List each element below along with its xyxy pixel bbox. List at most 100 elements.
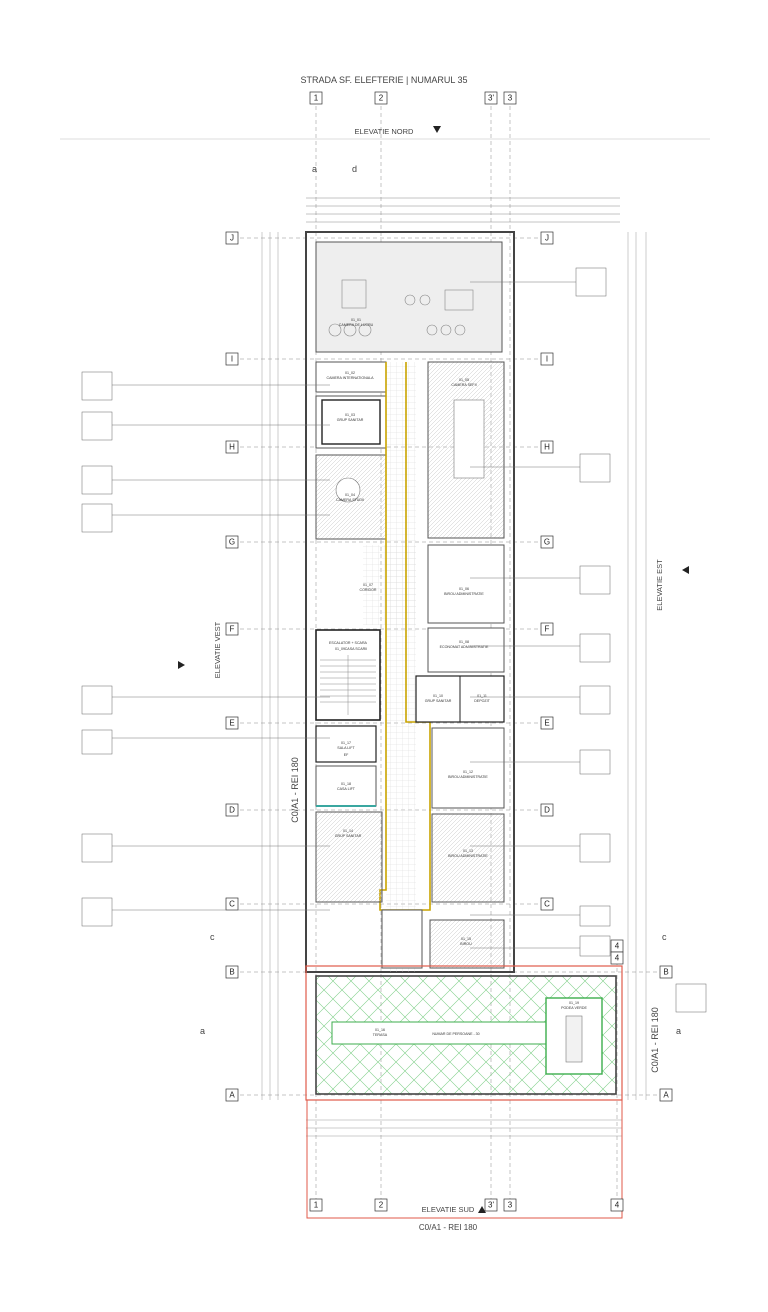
room-name-16: TERASA (373, 1033, 388, 1037)
north-arrow-icon (433, 126, 441, 133)
corridor-tiles-2 (363, 545, 416, 625)
room-left-5 (315, 811, 383, 903)
round-table (335, 477, 361, 503)
room-code-06: 01_06 (459, 587, 469, 591)
leader-lines (100, 281, 580, 949)
axis-right-4b: 4 (615, 954, 620, 963)
axis-right-G: G (544, 538, 550, 547)
room-right-2 (427, 544, 505, 624)
north-elevation-label: ELEVATIE NORD (355, 127, 414, 136)
room-name-12: BIROU ADMINISTRATIE (448, 775, 488, 779)
east-arrow-icon (682, 566, 689, 574)
room-name-09: CASA SCARII (345, 647, 368, 651)
section-mark-d-top: d (352, 164, 357, 174)
conference-table (453, 399, 485, 479)
room-name-11: DEPOZIT (474, 699, 490, 703)
room-code-01: 01_01 (351, 318, 361, 322)
west-fire-rating: C0/A1 - REI 180 (290, 757, 300, 823)
room-name-06: BIROU ADMINISTRATIE (444, 592, 484, 596)
axis-right-I: I (546, 355, 548, 364)
axis-left-H: H (229, 443, 235, 452)
room-code-11: 01_11 (477, 694, 487, 698)
axis-bubbles-top: 1 2 3' 3 (309, 91, 517, 105)
room-name-14: GRUP SANITAR (335, 834, 362, 838)
bottom-fire-rating: C0/A1 - REI 180 (419, 1223, 478, 1232)
office-top (315, 241, 503, 353)
room-code-05: 01_05 (459, 378, 469, 382)
south-fire-frame (306, 1099, 623, 1219)
east-fire-rating: C0/A1 - REI 180 (650, 1007, 660, 1073)
room-right-5 (431, 813, 505, 903)
room-code-02: 01_02 (345, 371, 355, 375)
axis-bottom-2: 2 (379, 1201, 384, 1210)
axis-left-E: E (229, 719, 234, 728)
west-arrow-icon (178, 661, 185, 669)
room-lower-2 (429, 919, 505, 969)
axis-bubbles-right: J I H G F E D C B A 4 4 (540, 231, 673, 1102)
lift-lobby (315, 725, 377, 763)
terrace-table (565, 1015, 583, 1063)
axis-left-I: I (231, 355, 233, 364)
room-name-15: BIROU (460, 942, 472, 946)
axis-right-H: H (544, 443, 550, 452)
corridor-tiles (386, 362, 416, 972)
finish-tables-right (575, 267, 707, 1013)
finish-tables-left (81, 371, 113, 927)
west-elevation-label: ELEVATIE VEST (213, 621, 222, 678)
south-arrow-icon (478, 1206, 486, 1213)
bottom-dimension-chains (306, 1119, 622, 1137)
terrace-occupancy: NUMAR DE PERSOANE - 30 (432, 1032, 479, 1036)
room-name-02: CAMERA INTERNATIONALA (326, 376, 374, 380)
room-name-03: GRUP SANITAR (337, 418, 364, 422)
axis-bottom-4: 4 (615, 1201, 620, 1210)
axis-bottom-3p: 3' (488, 1201, 494, 1210)
axis-left-D: D (229, 806, 235, 815)
room-name-18: CASA LIFT (337, 787, 356, 791)
room-name-08: ECONOMAT ADMINISTRATIE (440, 645, 489, 649)
axis-bottom-1: 1 (314, 1201, 319, 1210)
axis-right-D: D (544, 806, 550, 815)
room-right-4 (431, 727, 505, 809)
axis-bubbles-left: J I H G F E D C B A (225, 231, 239, 1102)
axis-top-3: 3 (508, 94, 513, 103)
room-name-13: BIROU ADMINISTRATIE (448, 854, 488, 858)
stair-treads (320, 655, 376, 715)
axis-top-3p: 3' (488, 94, 494, 103)
axis-right-C: C (544, 900, 550, 909)
room-name-05: CAMERA SEFII (451, 383, 476, 387)
axis-left-B: B (229, 968, 234, 977)
top-dimension-chains (306, 197, 620, 223)
stair-ref: EF (344, 753, 349, 757)
axis-right-F: F (545, 625, 550, 634)
axis-right-A: A (663, 1091, 669, 1100)
section-mark-a-left: a (200, 1026, 205, 1036)
room-name-07: CORIDOR (360, 588, 377, 592)
room-name-01: CAMERA DE LUCRU (339, 323, 374, 327)
room-left-2 (315, 395, 387, 449)
room-code-10: 01_10 (433, 694, 443, 698)
section-mark-a-top: a (312, 164, 317, 174)
axis-bubbles-bottom: 1 2 3' 3 4 (309, 1198, 624, 1212)
room-name-19: PODEA VERDE (561, 1006, 587, 1010)
axis-left-G: G (229, 538, 235, 547)
axis-left-J: J (230, 234, 234, 243)
room-right-3 (427, 627, 505, 673)
axis-right-J: J (545, 234, 549, 243)
section-mark-c-left: c (210, 932, 215, 942)
right-dimension-chains (627, 232, 647, 1100)
room-code-07: 01_07 (363, 583, 373, 587)
room-code-08: 01_08 (459, 640, 469, 644)
axis-left-C: C (229, 900, 235, 909)
lift-shaft (315, 765, 377, 807)
section-mark-a-right: a (676, 1026, 681, 1036)
axis-right-B: B (663, 968, 668, 977)
street-title: STRADA SF. ELEFTERIE | NUMARUL 35 (300, 75, 467, 85)
axis-left-A: A (229, 1091, 235, 1100)
room-name-10: GRUP SANITAR (425, 699, 452, 703)
axis-left-F: F (230, 625, 235, 634)
east-elevation-label: ELEVATIE EST (655, 559, 664, 611)
axis-right-E: E (544, 719, 549, 728)
room-code-12: 01_12 (463, 770, 473, 774)
office-top-furniture (328, 279, 474, 337)
